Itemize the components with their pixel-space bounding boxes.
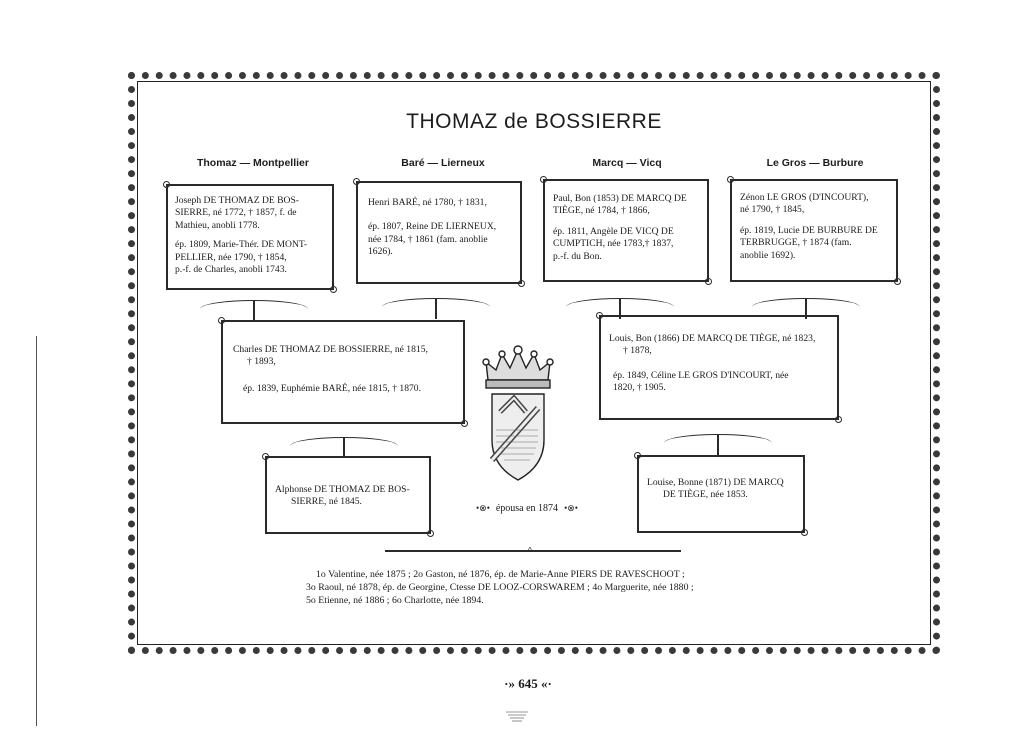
ancestor-box-thomaz: Joseph DE THOMAZ DE BOS- SIERRE, né 1772… (163, 181, 337, 293)
connector-bracket (752, 298, 860, 307)
text-line: PELLIER, née 1790, † 1854, (175, 251, 287, 263)
children-line: 3o Raoul, né 1878, ép. de Georgine, Ctes… (306, 582, 694, 593)
text-line: Zénon LE GROS (D'INCOURT), (740, 192, 869, 203)
connector-stem (253, 301, 255, 321)
text-line: Louis, Bon (1866) DE MARCQ DE TIÈGE, né … (609, 333, 816, 344)
column-heading-3: Marcq — Vicq (592, 157, 662, 169)
text-line: SIERRE, né 1772, † 1857, f. de (175, 207, 297, 219)
scan-margin-line (36, 336, 37, 726)
connector-bracket (664, 434, 772, 443)
marriage-note: •⊗• épousa en 1874 •⊗• (470, 503, 584, 514)
connector-stem (805, 299, 807, 319)
text-line: Joseph DE THOMAZ DE BOS- (175, 195, 300, 206)
text-line: Alphonse DE THOMAZ DE BOS- (275, 484, 410, 495)
text-line: ép. 1819, Lucie DE BURBURE DE (740, 224, 878, 236)
page-title: THOMAZ de BOSSIERRE (406, 110, 662, 133)
text-line: † 1878, (623, 345, 652, 357)
page-number: ·» 645 «· (504, 676, 552, 691)
text-line: née 1784, † 1861 (fam. anoblie (368, 233, 488, 245)
connector-bracket (290, 437, 398, 446)
connector-bracket (566, 298, 674, 307)
page-number-value: 645 (518, 676, 538, 691)
marriage-text: épousa en 1874 (495, 503, 559, 514)
text-line: 1626). (368, 246, 393, 258)
ancestor-box-bare: Henri BARÉ, né 1780, † 1831, ép. 1807, R… (353, 178, 525, 287)
children-list: 1o Valentine, née 1875 ; 2o Gaston, né 1… (300, 568, 790, 607)
person-box-alphonse: Alphonse DE THOMAZ DE BOS- SIERRE, né 18… (262, 453, 434, 537)
connector-stem (717, 435, 719, 455)
connector-bracket (200, 300, 308, 309)
text-line: TERBRUGGE, † 1874 (fam. (740, 237, 852, 249)
text-line: ép. 1809, Marie-Thér. DE MONT- (175, 239, 308, 251)
ornament-icon: •⊗• (564, 503, 578, 513)
children-line: 1o Valentine, née 1875 ; 2o Gaston, né 1… (316, 569, 685, 580)
text-line: né 1790, † 1845, (740, 204, 805, 216)
text-line: Louise, Bonne (1871) DE MARCQ (647, 477, 784, 488)
text-line: 1820, † 1905. (613, 382, 666, 394)
connector-stem (435, 299, 437, 319)
text-line: † 1893, (247, 356, 276, 368)
text-line: Charles DE THOMAZ DE BOSSIERRE, né 1815, (233, 344, 428, 355)
text-line: Paul, Bon (1853) DE MARCQ DE (553, 193, 687, 204)
text-line: TIÈGE, né 1784, † 1866, (553, 205, 650, 217)
text-line: DE TIÈGE, née 1853. (663, 489, 748, 501)
text-line: p.-f. du Bon. (553, 250, 602, 262)
text-line: ép. 1811, Angèle DE VICQ DE (553, 225, 674, 237)
children-divider (385, 550, 681, 552)
column-heading-2: Baré — Lierneux (401, 157, 485, 169)
text-line: SIERRE, né 1845. (291, 496, 362, 508)
children-line: 5o Etienne, né 1886 ; 6o Charlotte, née … (306, 595, 484, 606)
parent-box-thomaz: Charles DE THOMAZ DE BOSSIERRE, né 1815,… (218, 317, 468, 427)
connector-stem (619, 299, 621, 319)
printer-mark (506, 711, 528, 722)
text-line: ép. 1839, Euphémie BARÉ, née 1815, † 187… (243, 382, 421, 394)
text-line: CUMPTICH, née 1783,† 1837, (553, 238, 674, 250)
parent-box-marcq: Louis, Bon (1866) DE MARCQ DE TIÈGE, né … (596, 312, 842, 423)
ancestor-box-legros: Zénon LE GROS (D'INCOURT), né 1790, † 18… (727, 176, 901, 285)
coat-of-arms-icon (482, 345, 554, 481)
column-heading-4: Le Gros — Burbure (766, 157, 864, 169)
column-heading-1: Thomaz — Montpellier (196, 157, 309, 169)
divider-notch: ^ (528, 546, 532, 555)
connector-bracket (382, 298, 490, 307)
person-box-louise: Louise, Bonne (1871) DE MARCQ DE TIÈGE, … (634, 452, 808, 536)
text-line: Henri BARÉ, né 1780, † 1831, (368, 197, 487, 208)
text-line: p.-f. de Charles, anobli 1743. (175, 264, 287, 276)
ornament-icon: •⊗• (476, 503, 490, 513)
ancestor-box-marcq: Paul, Bon (1853) DE MARCQ DE TIÈGE, né 1… (540, 176, 712, 285)
text-line: ép. 1807, Reine DE LIERNEUX, (368, 221, 497, 233)
text-line: ép. 1849, Céline LE GROS D'INCOURT, née (613, 369, 789, 381)
text-line: Mathieu, anobli 1778. (175, 219, 260, 231)
decorative-border (128, 72, 940, 654)
inner-border (137, 81, 931, 645)
connector-stem (343, 438, 345, 458)
text-line: anoblie 1692). (740, 249, 796, 261)
